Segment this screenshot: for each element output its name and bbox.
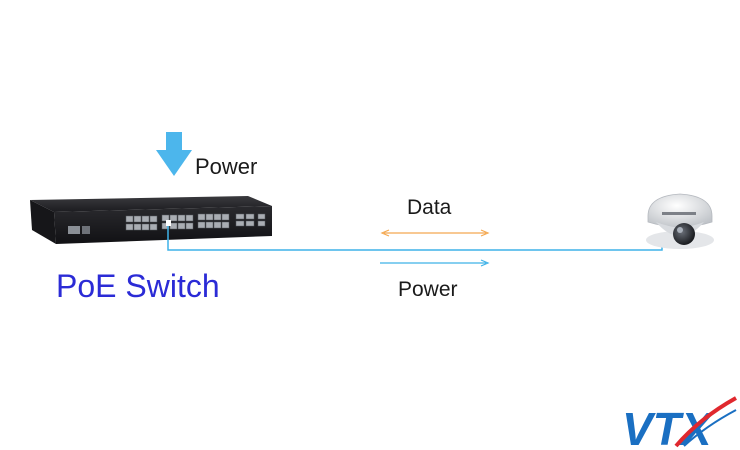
dome-camera-icon — [646, 193, 714, 249]
data-label: Data — [407, 196, 452, 219]
poe-switch-icon — [30, 196, 272, 244]
power-down-arrow-icon — [156, 132, 192, 176]
power-input-label: Power — [195, 154, 258, 179]
vtx-logo: VTX — [622, 396, 737, 450]
svg-text:VTX: VTX — [622, 403, 714, 450]
power-link-arrow-icon — [380, 259, 490, 267]
data-arrow-icon — [380, 229, 490, 237]
power-link-label: Power — [398, 278, 458, 301]
poe-switch-label: PoE Switch — [56, 268, 220, 304]
